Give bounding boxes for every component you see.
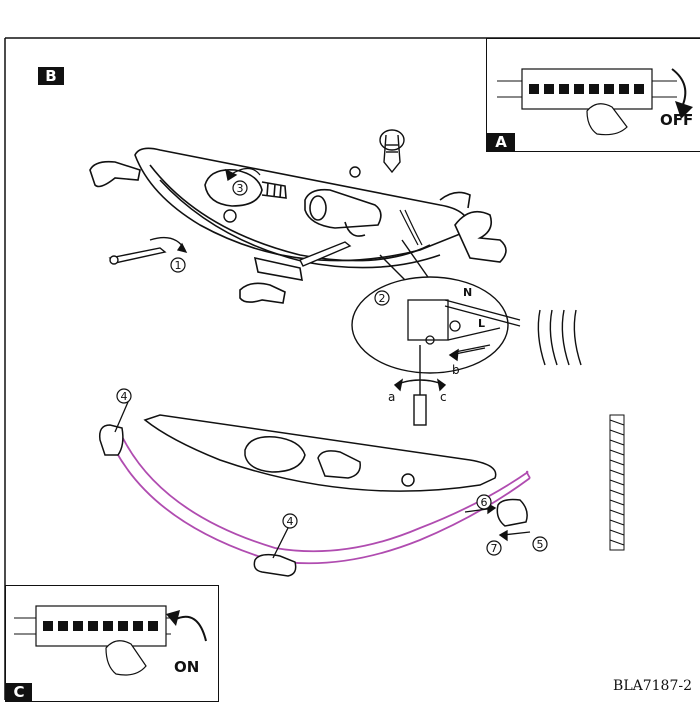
- shade-clips: [98, 424, 528, 577]
- breaker-panel-off: [497, 68, 693, 136]
- step-2: 2: [379, 292, 386, 305]
- document-code: BLA7187-2: [613, 678, 692, 694]
- supply-wires: [537, 309, 582, 366]
- wire-letters: N L: [463, 286, 485, 330]
- terminal-block-detail: [407, 299, 521, 353]
- wire-label-l: L: [478, 317, 485, 330]
- screws: [108, 166, 361, 267]
- step-3: 3: [237, 182, 244, 195]
- step-4b: 4: [287, 515, 294, 528]
- mounting-hook-right: [439, 191, 507, 263]
- lamp-socket: [304, 188, 382, 237]
- step-4a: 4: [121, 390, 128, 403]
- arrow-letter-b: b: [452, 363, 460, 377]
- breaker-panel-on: [14, 605, 207, 676]
- lower-base-plate: [143, 414, 497, 492]
- rotation-arrow-3: [225, 167, 261, 182]
- step-5: 5: [537, 538, 544, 551]
- arrow-letter-c: c: [440, 390, 447, 404]
- panel-b-tag: B: [38, 67, 64, 85]
- step-1: 1: [175, 259, 182, 272]
- wall-section: [609, 414, 625, 551]
- wire-label-n: N: [463, 286, 472, 299]
- glass-shade: [104, 427, 531, 565]
- rotation-arrow-1: [149, 236, 188, 253]
- step-6: 6: [481, 496, 488, 509]
- on-label: ON: [174, 658, 200, 676]
- wall-plug: [379, 129, 405, 174]
- mounting-hook-bottom: [239, 256, 303, 304]
- off-label: OFF: [660, 111, 694, 129]
- wire-bundle: [399, 209, 423, 246]
- shade-arrows: [114, 401, 531, 559]
- panel-c-switch-on: ON C: [5, 585, 219, 702]
- step-7: 7: [491, 542, 498, 555]
- arrow-letters: a b c: [388, 363, 460, 404]
- step-markers: 1 2 3 4 4 5 6 7: [116, 180, 548, 556]
- mounting-hook-left: [89, 160, 141, 188]
- panel-a-tag: A: [487, 133, 515, 151]
- arrow-letter-a: a: [388, 390, 395, 404]
- panel-a-switch-off: OFF A: [486, 38, 700, 152]
- panel-c-tag: C: [6, 683, 32, 701]
- screwdriver: [393, 345, 486, 426]
